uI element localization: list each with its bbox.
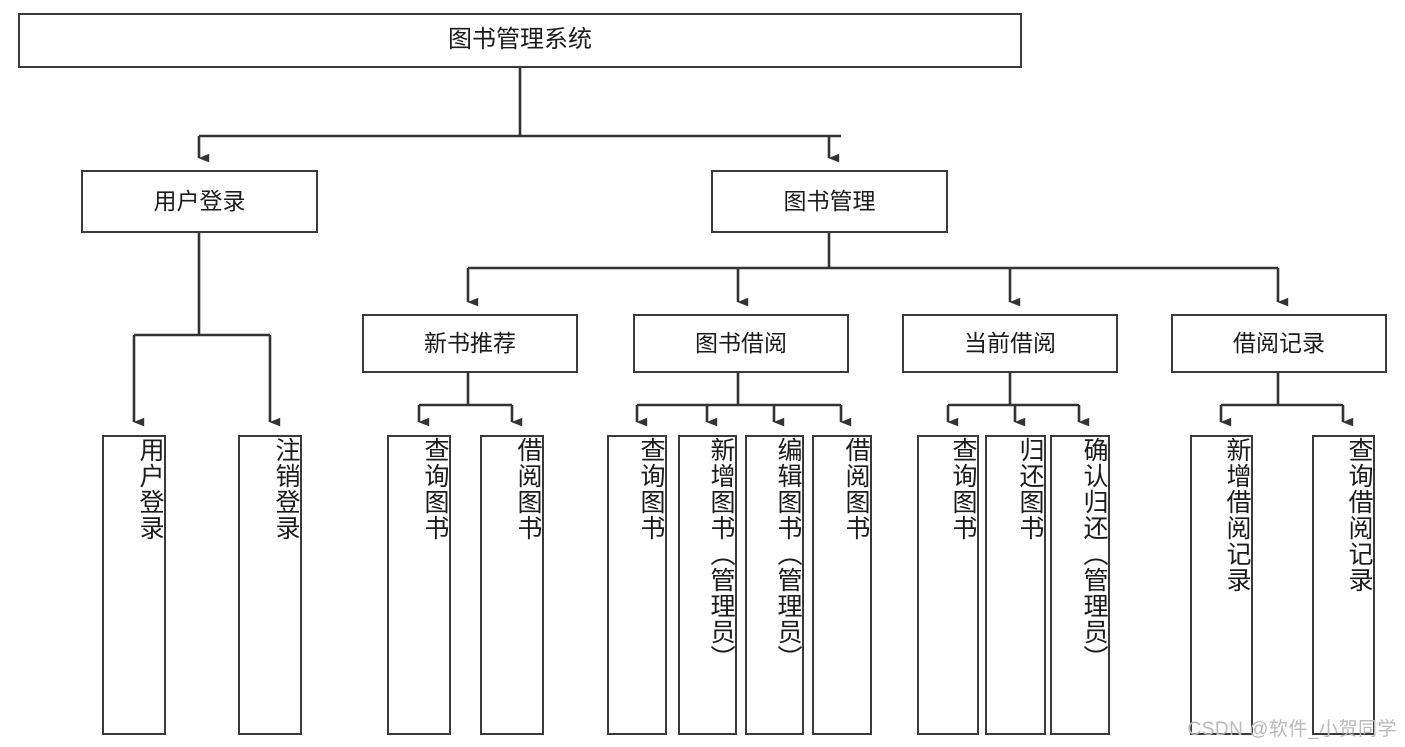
node-label: 新增图书（管理员） bbox=[707, 437, 735, 671]
node-label: 用户登录 bbox=[136, 437, 164, 541]
connectors-newbook-to-leaves bbox=[417, 373, 523, 427]
node-label: 注销登录 bbox=[272, 437, 300, 541]
node-label: 当前借阅 bbox=[964, 329, 1056, 356]
node-label: 归还图书 bbox=[1016, 437, 1044, 541]
node-leaf-borrow-book[interactable]: 借阅图书 bbox=[812, 435, 872, 735]
node-label: 查询图书 bbox=[421, 437, 449, 541]
node-label: 新增借阅记录 bbox=[1223, 437, 1251, 593]
node-label: 确认归还（管理员） bbox=[1080, 437, 1108, 671]
node-label: 查询图书 bbox=[949, 437, 977, 541]
connectors-currentborrow-to-leaves bbox=[946, 373, 1090, 427]
node-label: 查询借阅记录 bbox=[1345, 437, 1373, 593]
node-label: 图书借阅 bbox=[695, 329, 787, 356]
node-new-book-recommend[interactable]: 新书推荐 bbox=[362, 314, 578, 373]
node-borrow-record[interactable]: 借阅记录 bbox=[1171, 314, 1387, 373]
node-label: 编辑图书（管理员） bbox=[774, 437, 802, 671]
connectors-bookmgmt-to-level3 bbox=[466, 233, 1289, 307]
node-label: 查询图书 bbox=[637, 437, 665, 541]
node-leaf-add-book-admin[interactable]: 新增图书（管理员） bbox=[678, 435, 737, 735]
node-leaf-confirm-return-admin[interactable]: 确认归还（管理员） bbox=[1050, 435, 1110, 735]
node-label: 用户登录 bbox=[153, 187, 246, 214]
connectors-root-to-level2 bbox=[197, 68, 841, 163]
node-leaf-return-book[interactable]: 归还图书 bbox=[985, 435, 1046, 735]
node-leaf-query-book-borrow[interactable]: 查询图书 bbox=[607, 435, 667, 735]
node-label: 借阅记录 bbox=[1233, 329, 1325, 356]
connectors-borrowrecord-to-leaves bbox=[1219, 373, 1354, 427]
node-book-management[interactable]: 图书管理 bbox=[711, 170, 948, 233]
node-leaf-logout[interactable]: 注销登录 bbox=[238, 435, 302, 735]
node-leaf-user-login[interactable]: 用户登录 bbox=[102, 435, 166, 735]
node-leaf-query-book-recommend[interactable]: 查询图书 bbox=[387, 435, 451, 735]
node-leaf-edit-book-admin[interactable]: 编辑图书（管理员） bbox=[745, 435, 804, 735]
csdn-watermark: CSDN @软件_小贺同学 bbox=[1187, 719, 1397, 740]
node-leaf-borrow-book-recommend[interactable]: 借阅图书 bbox=[480, 435, 544, 735]
node-root-library-system[interactable]: 图书管理系统 bbox=[18, 13, 1022, 68]
node-user-login[interactable]: 用户登录 bbox=[81, 170, 318, 233]
node-label: 新书推荐 bbox=[424, 329, 516, 356]
node-current-borrow[interactable]: 当前借阅 bbox=[902, 314, 1118, 373]
node-label: 借阅图书 bbox=[514, 437, 542, 541]
node-leaf-add-borrow-record[interactable]: 新增借阅记录 bbox=[1190, 435, 1253, 735]
node-leaf-query-borrow-record[interactable]: 查询借阅记录 bbox=[1312, 435, 1375, 735]
node-label: 图书管理系统 bbox=[448, 26, 592, 54]
node-label: 图书管理 bbox=[783, 187, 876, 214]
node-leaf-query-book-current[interactable]: 查询图书 bbox=[917, 435, 979, 735]
node-label: 借阅图书 bbox=[842, 437, 870, 541]
connectors-bookborrow-to-leaves bbox=[635, 373, 852, 427]
node-book-borrow[interactable]: 图书借阅 bbox=[633, 314, 849, 373]
connectors-userlogin-to-leaves bbox=[132, 233, 281, 427]
